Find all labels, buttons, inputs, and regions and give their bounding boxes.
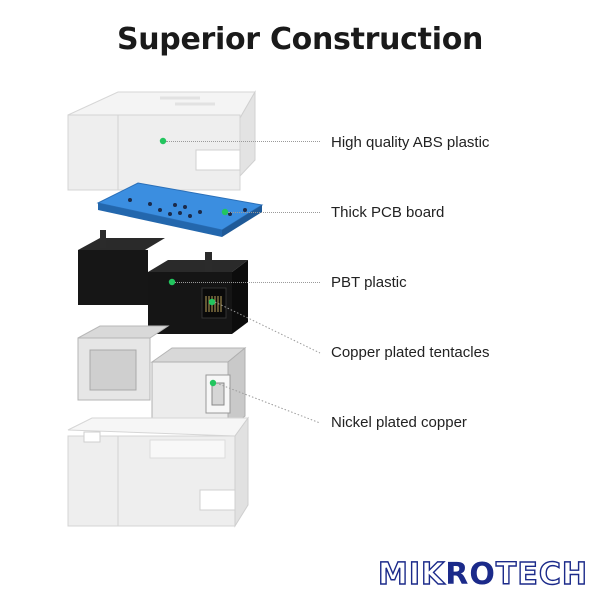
label-abs-plastic: High quality ABS plastic bbox=[331, 134, 489, 151]
brand-logo-part3: TECH bbox=[496, 557, 588, 592]
brand-logo-part1: MIK bbox=[378, 557, 445, 592]
brand-logo-part2: RO bbox=[445, 557, 496, 592]
label-copper-tentacles: Copper plated tentacles bbox=[331, 344, 489, 361]
label-nickel-copper: Nickel plated copper bbox=[331, 414, 467, 431]
label-pbt-plastic: PBT plastic bbox=[331, 274, 407, 291]
brand-logo: MIKROTECH bbox=[378, 557, 588, 592]
label-pcb-board: Thick PCB board bbox=[331, 204, 444, 221]
